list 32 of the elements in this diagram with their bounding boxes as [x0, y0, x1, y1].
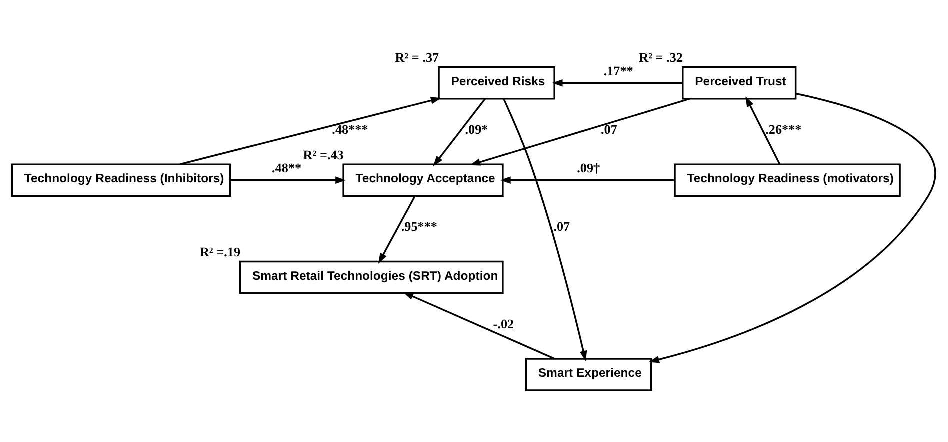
arrow: [230, 176, 346, 184]
edge-label: .09*: [465, 121, 488, 136]
arrow: [470, 98, 690, 166]
node-label: R² = .37: [395, 50, 440, 65]
edge-label: .07: [554, 218, 570, 234]
node-box: Perceived Risks: [438, 66, 556, 100]
edge-label: .17**: [604, 62, 634, 78]
arrow: [500, 176, 675, 184]
edge-label: .48***: [332, 121, 368, 136]
node-label: R² =.43: [303, 146, 344, 162]
edge-label: -.02: [493, 316, 514, 331]
node-label: R² = .32: [639, 50, 683, 65]
edge-label: .26***: [766, 121, 802, 136]
node-box: Technology Acceptance: [342, 163, 504, 196]
arrow: [648, 92, 936, 363]
node-label: R² =.19: [200, 244, 241, 260]
arrow: [378, 195, 416, 264]
arrow: [746, 96, 781, 164]
edge-label: .07: [601, 121, 618, 136]
arrow: [552, 78, 683, 86]
node-box: Smart Experience: [525, 358, 652, 391]
edge-label: .95***: [401, 218, 438, 234]
edge-label: .48**: [272, 160, 302, 175]
node-box: Smart Retail Technologies (SRT) Adoption: [239, 260, 504, 294]
arrow: [503, 98, 588, 362]
arrow: [403, 292, 556, 360]
node-box: Perceived Trust: [682, 66, 797, 100]
edge-label: .09†: [577, 160, 600, 175]
node-box: Technology Readiness (motivators): [674, 163, 901, 196]
arrow: [433, 98, 486, 166]
node-box: Technology Readiness (Inhibitors): [11, 163, 232, 196]
arrow: [180, 96, 442, 165]
